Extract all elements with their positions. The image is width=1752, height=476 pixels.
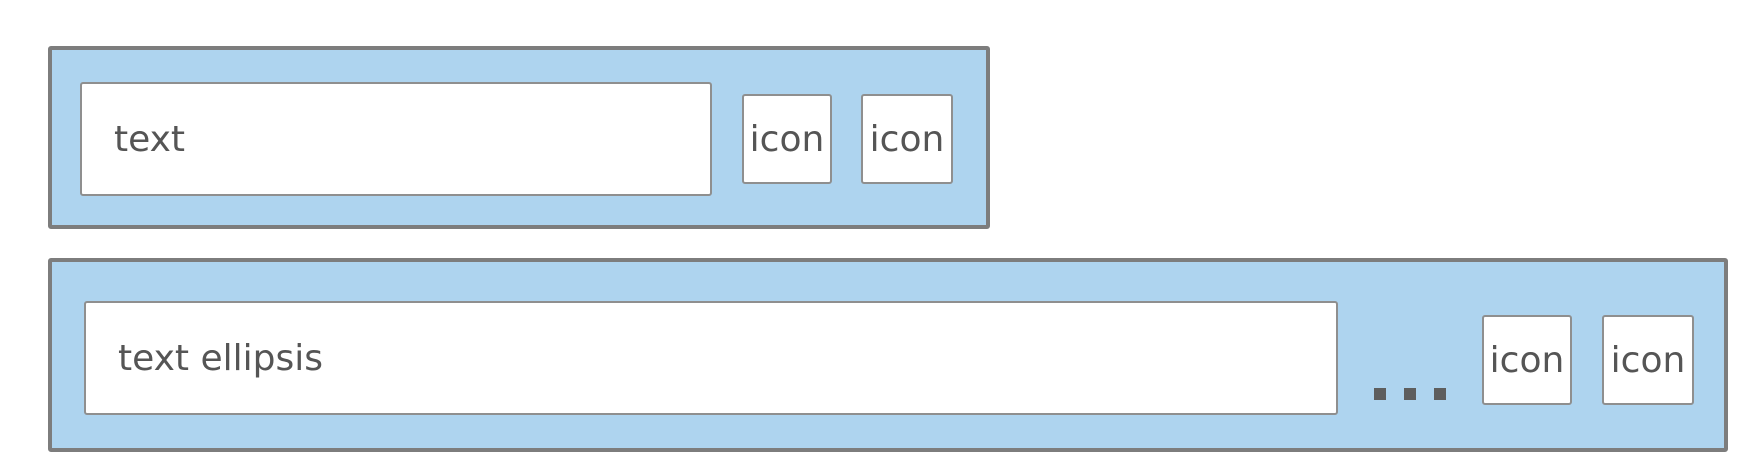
ellipsis-text-field: text ellipsis — [84, 301, 1338, 415]
first-icon-placeholder: icon — [742, 94, 832, 184]
first-icon-label: icon — [749, 118, 825, 160]
ellipsis-dot — [1374, 388, 1386, 400]
second-icon-label: icon — [1610, 339, 1686, 381]
second-icon-placeholder: icon — [861, 94, 953, 184]
ellipsis-dot — [1404, 388, 1416, 400]
first-icon-label: icon — [1489, 339, 1565, 381]
text-field-label: text — [114, 118, 186, 160]
long-row-container: text ellipsis icon icon — [48, 258, 1728, 452]
text-field: text — [80, 82, 712, 196]
ellipsis-icon — [1374, 388, 1446, 400]
ellipsis-text-field-label: text ellipsis — [118, 337, 324, 379]
second-icon-placeholder: icon — [1602, 315, 1694, 405]
first-icon-placeholder: icon — [1482, 315, 1572, 405]
short-row-container: text icon icon — [48, 46, 990, 229]
second-icon-label: icon — [869, 118, 945, 160]
ellipsis-dot — [1434, 388, 1446, 400]
